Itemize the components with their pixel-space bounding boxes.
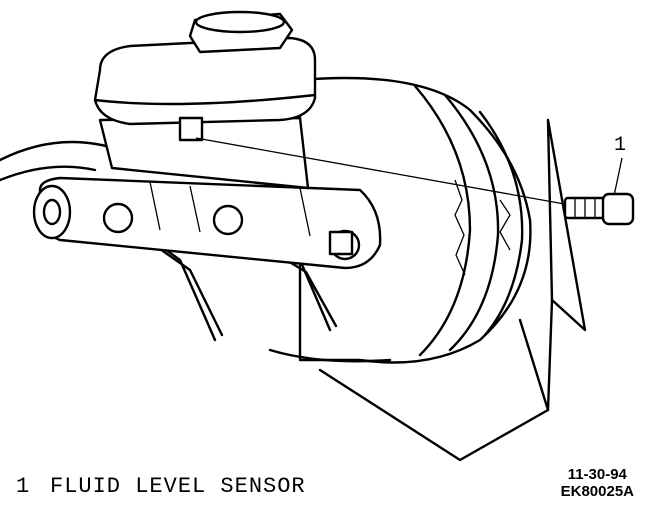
- stamp-date: 11-30-94: [567, 466, 627, 483]
- legend: 1 FLUID LEVEL SENSOR: [16, 474, 306, 499]
- legend-number: 1: [16, 474, 31, 499]
- stamp-figure-id: EK80025A: [560, 483, 634, 500]
- pipe-left: [0, 140, 122, 162]
- figure-stamp: 11-30-94 EK80025A: [561, 466, 634, 500]
- leader-line: [195, 137, 571, 206]
- legend-label: FLUID LEVEL SENSOR: [50, 474, 306, 499]
- mounting-bracket: [318, 118, 587, 462]
- brake-booster: [268, 76, 532, 364]
- master-cylinder-body: [32, 176, 382, 270]
- callout-number-1: 1: [614, 134, 627, 157]
- fluid-reservoir: [93, 10, 317, 190]
- fluid-level-sensor: [563, 192, 635, 226]
